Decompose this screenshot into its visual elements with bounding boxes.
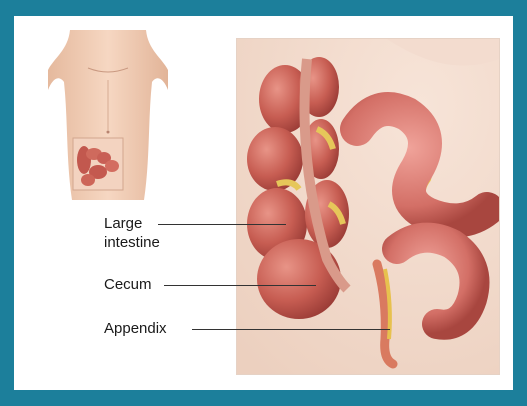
torso-thumbnail [48, 30, 168, 200]
label-large-intestine: Large intestine [104, 214, 160, 252]
leader-line-cecum [164, 285, 316, 286]
navel [107, 131, 110, 134]
leader-line-appendix [192, 329, 390, 330]
intestine-closeup [236, 38, 500, 375]
diagram-frame: Large intestine Cecum Appendix [14, 16, 513, 390]
label-appendix: Appendix [104, 319, 167, 338]
label-cecum: Cecum [104, 275, 152, 294]
leader-line-large-intestine [158, 224, 286, 225]
